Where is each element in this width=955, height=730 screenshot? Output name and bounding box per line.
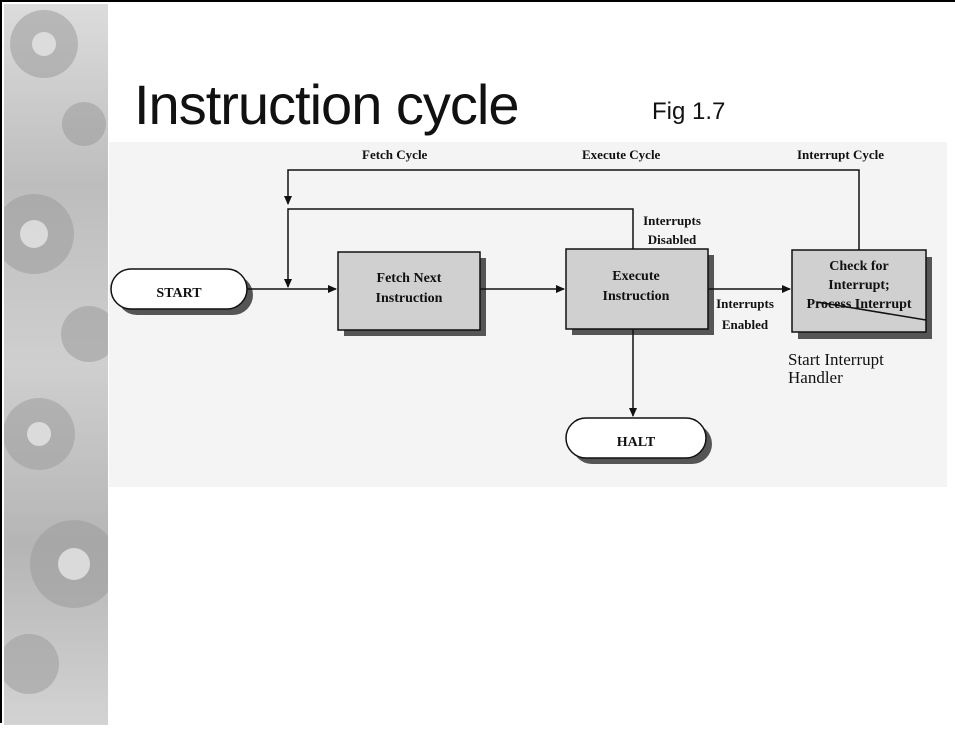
interrupts-disabled-line2: Disabled [648,232,697,247]
execute-cycle-label: Execute Cycle [582,147,661,162]
gear-pattern-icon [0,10,118,694]
interrupts-disabled-line1: Interrupts [643,213,701,228]
execute-node-line2: Instruction [603,289,670,304]
check-interrupt-node: Check for Interrupt; Process Interrupt [791,249,932,339]
fetch-cycle-label: Fetch Cycle [362,147,428,162]
interrupts-enabled-line2: Enabled [722,317,769,332]
execute-node-line1: Execute [612,269,659,284]
fetch-node-line1: Fetch Next [377,271,442,286]
fetch-node-line2: Instruction [376,291,443,306]
halt-node: HALT [565,417,712,464]
halt-node-label: HALT [617,435,656,450]
edge-disabled-loop [284,208,634,288]
check-node-line3: Process Interrupt [806,297,911,312]
strike-line [816,301,927,321]
gear-decoration-strip [0,4,118,725]
fetch-node: Fetch Next Instruction [337,251,486,336]
interrupt-cycle-label: Interrupt Cycle [797,147,884,162]
start-handler-line2: Handler [788,368,843,387]
interrupts-enabled-line1: Interrupts [716,296,774,311]
figure-label: Fig 1.7 [652,98,726,125]
check-node-line2: Interrupt; [828,278,889,293]
start-node: START [110,268,253,315]
start-node-label: START [156,286,202,301]
slide-title: Instruction cycle [134,73,519,136]
execute-node: Execute Instruction [565,248,714,335]
edge-interrupt-loop [284,169,860,250]
start-handler-line1: Start Interrupt [788,350,884,369]
check-node-line1: Check for [829,259,889,274]
